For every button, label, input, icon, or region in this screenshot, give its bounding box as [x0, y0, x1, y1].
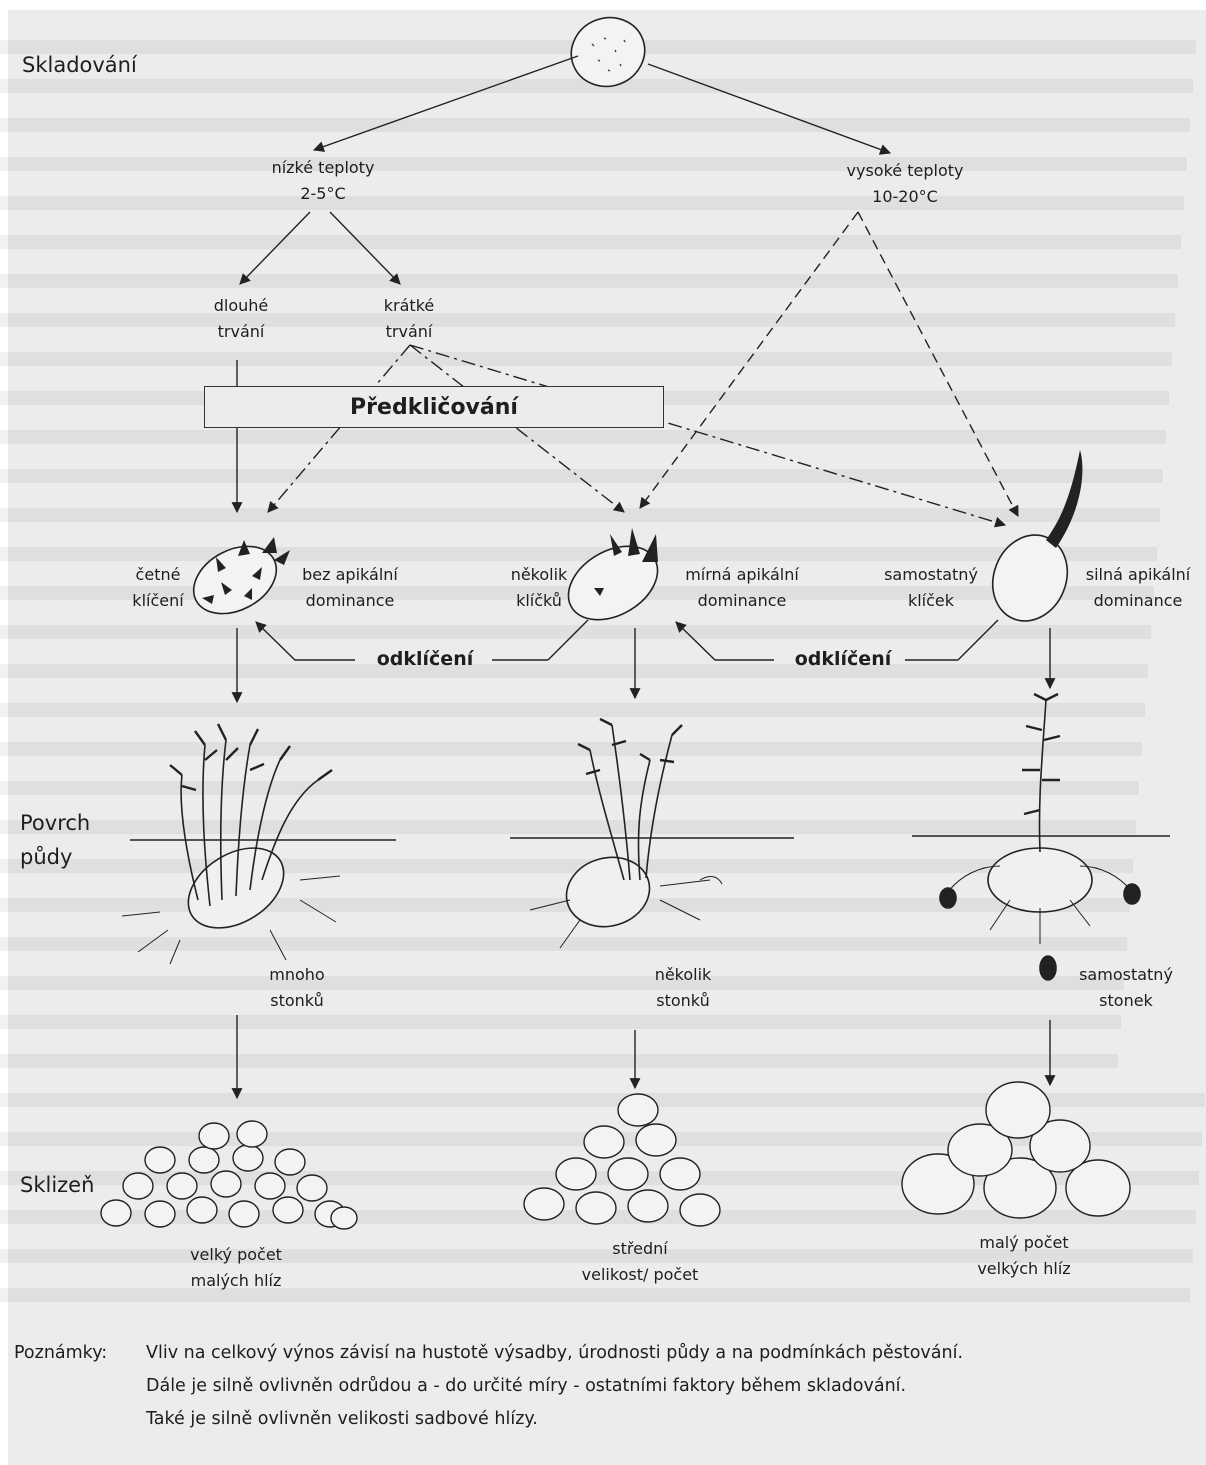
harvest-small-tubers-icon [101, 1121, 357, 1229]
tuber-left-dominance-line1: bez apikální [290, 562, 410, 588]
soil-surface-label-line2: půdy [20, 840, 90, 874]
storage-label: Skladování [22, 48, 137, 82]
tuber-left-line1: četné [118, 562, 198, 588]
high-temperature-line2: 10-20°C [830, 184, 980, 210]
plant-single-stem-icon [940, 694, 1140, 980]
long-duration-label: dlouhé trvání [196, 293, 286, 345]
yield-left-label: velký počet malých hlíz [166, 1242, 306, 1294]
yield-left-line1: velký počet [166, 1242, 306, 1268]
yield-left-line2: malých hlíz [166, 1268, 306, 1294]
stems-right-label: samostatný stonek [1066, 962, 1186, 1014]
stems-right-line1: samostatný [1066, 962, 1186, 988]
harvest-medium-tubers-icon [524, 1094, 720, 1226]
notes-label: Poznámky: [14, 1337, 146, 1370]
stems-mid-label: několik stonků [638, 962, 728, 1014]
presprouting-title: Předkličování [350, 395, 518, 420]
desprouting-label-right: odklíčení [778, 646, 908, 672]
low-temperature-line2: 2-5°C [258, 181, 388, 207]
short-duration-line2: trvání [364, 319, 454, 345]
short-duration-line1: krátké [364, 293, 454, 319]
soil-surface-label-line1: Povrch [20, 806, 90, 840]
arrows-to-harvest [237, 1015, 1050, 1098]
high-temperature-label: vysoké teploty 10-20°C [830, 158, 980, 210]
stems-left-line1: mnoho [252, 962, 342, 988]
yield-mid-line2: velikost/ počet [560, 1262, 720, 1288]
presprouting-box: Předkličování [204, 386, 664, 428]
low-temperature-label: nízké teploty 2-5°C [258, 155, 388, 207]
high-temperature-line1: vysoké teploty [830, 158, 980, 184]
arrows-to-plants [237, 628, 1050, 702]
tuber-right-dominance-label: silná apikální dominance [1074, 562, 1202, 614]
stems-mid-line1: několik [638, 962, 728, 988]
tuber-right-line1: samostatný [876, 562, 986, 588]
long-duration-line1: dlouhé [196, 293, 286, 319]
tuber-many-sprouts-icon [182, 533, 290, 627]
tuber-left-dominance-label: bez apikální dominance [290, 562, 410, 614]
harvest-large-tubers-icon [902, 1082, 1130, 1218]
tuber-mid-dominance-line1: mírná apikální [672, 562, 812, 588]
tuber-single-sprout-icon [980, 450, 1082, 632]
low-temperature-line1: nízké teploty [258, 155, 388, 181]
harvest-label: Sklizeň [20, 1168, 94, 1202]
notes-block: Poznámky: Vliv na celkový výnos závisí n… [14, 1337, 963, 1436]
yield-right-line1: malý počet [954, 1230, 1094, 1256]
tuber-mid-line1: několik [494, 562, 584, 588]
plant-few-stems-icon [530, 719, 722, 948]
desprouting-label-left: odklíčení [360, 646, 490, 672]
tuber-left-dominance-line2: dominance [290, 588, 410, 614]
stems-mid-line2: stonků [638, 988, 728, 1014]
stems-left-line2: stonků [252, 988, 342, 1014]
duration-arrows [240, 212, 400, 284]
tuber-mid-line2: klíčků [494, 588, 584, 614]
notes-line-1: Vliv na celkový výnos závisí na hustotě … [146, 1337, 963, 1370]
stems-left-label: mnoho stonků [252, 962, 342, 1014]
yield-right-label: malý počet velkých hlíz [954, 1230, 1094, 1282]
yield-mid-line1: střední [560, 1236, 720, 1262]
notes-line-3: Také je silně ovlivněn velikosti sadbové… [146, 1403, 538, 1436]
high-temperature-dashed-arrows [640, 212, 1018, 516]
tuber-left-label: četné klíčení [118, 562, 198, 614]
tuber-right-dominance-line2: dominance [1074, 588, 1202, 614]
stems-right-line2: stonek [1066, 988, 1186, 1014]
yield-right-line2: velkých hlíz [954, 1256, 1094, 1282]
tuber-right-label: samostatný klíček [876, 562, 986, 614]
tuber-left-line2: klíčení [118, 588, 198, 614]
plant-many-stems-icon [122, 724, 340, 964]
long-duration-line2: trvání [196, 319, 286, 345]
short-duration-label: krátké trvání [364, 293, 454, 345]
seed-potato-icon [562, 7, 655, 96]
tuber-mid-dominance-label: mírná apikální dominance [672, 562, 812, 614]
tuber-mid-dominance-line2: dominance [672, 588, 812, 614]
short-duration-dashdot-arrows [268, 345, 1005, 525]
soil-surface-label: Povrch půdy [20, 806, 90, 874]
tuber-right-line2: klíček [876, 588, 986, 614]
notes-line-2: Dále je silně ovlivněn odrůdou a - do ur… [146, 1370, 906, 1403]
yield-mid-label: střední velikost/ počet [560, 1236, 720, 1288]
tuber-right-dominance-line1: silná apikální [1074, 562, 1202, 588]
tuber-mid-label: několik klíčků [494, 562, 584, 614]
